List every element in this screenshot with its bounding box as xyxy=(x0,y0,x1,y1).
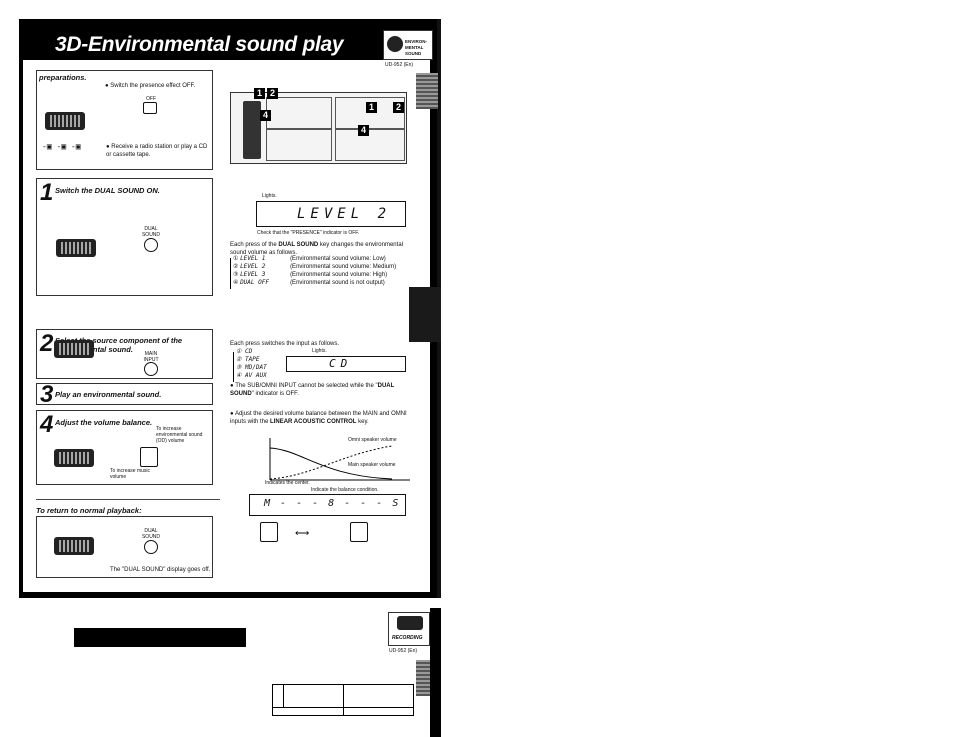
linear-acoustic-key-right-icon xyxy=(350,522,368,542)
environmental-sound-badge: ENVIRON-MENTAL SOUND xyxy=(383,30,433,60)
input-item: ② TAPE xyxy=(236,356,267,364)
remote-control-icon xyxy=(54,449,94,467)
remote-control-icon xyxy=(54,340,94,358)
bottom-edge-band xyxy=(430,608,441,737)
section-tab xyxy=(409,287,441,342)
step4-title: Adjust the volume balance. xyxy=(55,418,152,427)
lights-label: Lights. xyxy=(262,193,277,199)
bottom-title-bar xyxy=(74,628,246,647)
return-title: To return to normal playback: xyxy=(36,506,142,515)
input-item: ③ MD/DAT xyxy=(236,364,267,372)
callout-2-marker: 2 xyxy=(393,102,404,113)
remote-control-icon xyxy=(45,112,85,130)
dual-sound-key-icon xyxy=(144,238,158,252)
level-item: ④ DUAL OFF(Environmental sound is not ou… xyxy=(233,279,413,287)
linear-acoustic-key-left-icon xyxy=(260,522,278,542)
cycle-bracket xyxy=(230,258,231,289)
source-buttons-icon: -▣ -▣ -▣ xyxy=(42,142,81,151)
increase-music-label: To increase music volume xyxy=(110,468,155,480)
cycle-bracket xyxy=(233,352,234,382)
dual-sound-key-icon xyxy=(144,540,158,554)
page-title: 3D-Environmental sound play xyxy=(55,33,343,57)
prep-item-1: ● Switch the presence effect OFF. xyxy=(105,82,195,90)
balance-label: Indicate the balance condition. xyxy=(311,487,379,493)
callout-2-marker: 2 xyxy=(267,88,278,99)
input-display-text: CD xyxy=(329,357,352,370)
increase-env-label: To increase environmental sound (OD) vol… xyxy=(156,426,208,444)
recording-model: UD-952 (En) xyxy=(389,648,417,654)
recording-label: RECORDING xyxy=(392,635,423,641)
level-item: ③ LEVEL 3(Environmental sound volume: Hi… xyxy=(233,271,413,279)
remote-control-icon xyxy=(54,537,94,555)
preparations-heading: preparations. xyxy=(39,73,87,82)
step2-description: Each press switches the input as follows… xyxy=(230,340,339,348)
thumb-image xyxy=(416,660,430,696)
thumb-image xyxy=(416,73,438,109)
speaker-icon xyxy=(387,36,403,52)
step4-description: ● Adjust the desired volume balance betw… xyxy=(230,410,410,426)
volume-balance-graph xyxy=(262,436,412,484)
off-key-icon xyxy=(143,102,157,114)
input-list: ① CD ② TAPE ③ MD/DAT ④ AV AUX xyxy=(236,348,267,380)
step3-number: 3 xyxy=(40,381,53,409)
step1-number: 1 xyxy=(40,179,53,207)
step2-note: ● The SUB/OMNI INPUT cannot be selected … xyxy=(230,382,410,398)
balance-display: M - - - 8 - - - S xyxy=(249,494,406,516)
step4-number: 4 xyxy=(40,411,53,439)
level-item: ① LEVEL 1(Environmental sound volume: Lo… xyxy=(233,255,413,263)
level-display-text: LEVEL 2 xyxy=(297,206,391,222)
remote-control-icon xyxy=(56,239,96,257)
prep-item-2: ● Receive a radio station or play a CD o… xyxy=(106,143,210,159)
step1-box xyxy=(36,178,213,296)
input-display: CD xyxy=(286,356,406,372)
recording-badge: RECORDING xyxy=(388,612,430,646)
recording-icon xyxy=(397,616,423,630)
return-note: The "DUAL SOUND" display goes off. xyxy=(110,566,210,574)
dual-sound-key-label: DUAL SOUND xyxy=(140,226,162,238)
badge-label: ENVIRON-MENTAL SOUND xyxy=(405,39,433,57)
level-item: ② LEVEL 2(Environmental sound volume: Me… xyxy=(233,263,413,271)
remote-control-icon xyxy=(243,101,261,159)
callout-4-marker: 4 xyxy=(260,110,271,121)
level-display: LEVEL 2 xyxy=(256,201,406,227)
table-fragment xyxy=(272,684,414,716)
presence-check-note: Check that the "PRESENCE" indicator is O… xyxy=(257,230,359,236)
double-arrow-icon: ⟷ xyxy=(295,528,309,539)
input-item: ④ AV AUX xyxy=(236,372,267,380)
center-label: Indicates the center. xyxy=(265,480,310,486)
callout-4-marker: 4 xyxy=(358,125,369,136)
stereo-system-illustration xyxy=(230,92,407,164)
step2-number: 2 xyxy=(40,330,53,358)
main-input-key-icon xyxy=(144,362,158,376)
main-volume-label: Main speaker volume xyxy=(348,462,396,468)
input-item: ① CD xyxy=(236,348,267,356)
step3-title: Play an environmental sound. xyxy=(55,390,161,399)
callout-1-marker: 1 xyxy=(254,88,265,99)
balance-display-text: M - - - 8 - - - S xyxy=(264,498,400,509)
lights-label: Lights. xyxy=(312,348,327,354)
badge-model: UD-952 (En) xyxy=(385,62,413,68)
linear-acoustic-key-icon xyxy=(140,447,158,467)
level-list: ① LEVEL 1(Environmental sound volume: Lo… xyxy=(233,255,413,287)
step1-title: Switch the DUAL SOUND ON. xyxy=(55,186,160,195)
omni-volume-label: Omni speaker volume xyxy=(348,437,397,443)
callout-1-marker: 1 xyxy=(366,102,377,113)
dual-sound-key-label: DUAL SOUND xyxy=(140,528,162,540)
divider xyxy=(36,499,220,500)
